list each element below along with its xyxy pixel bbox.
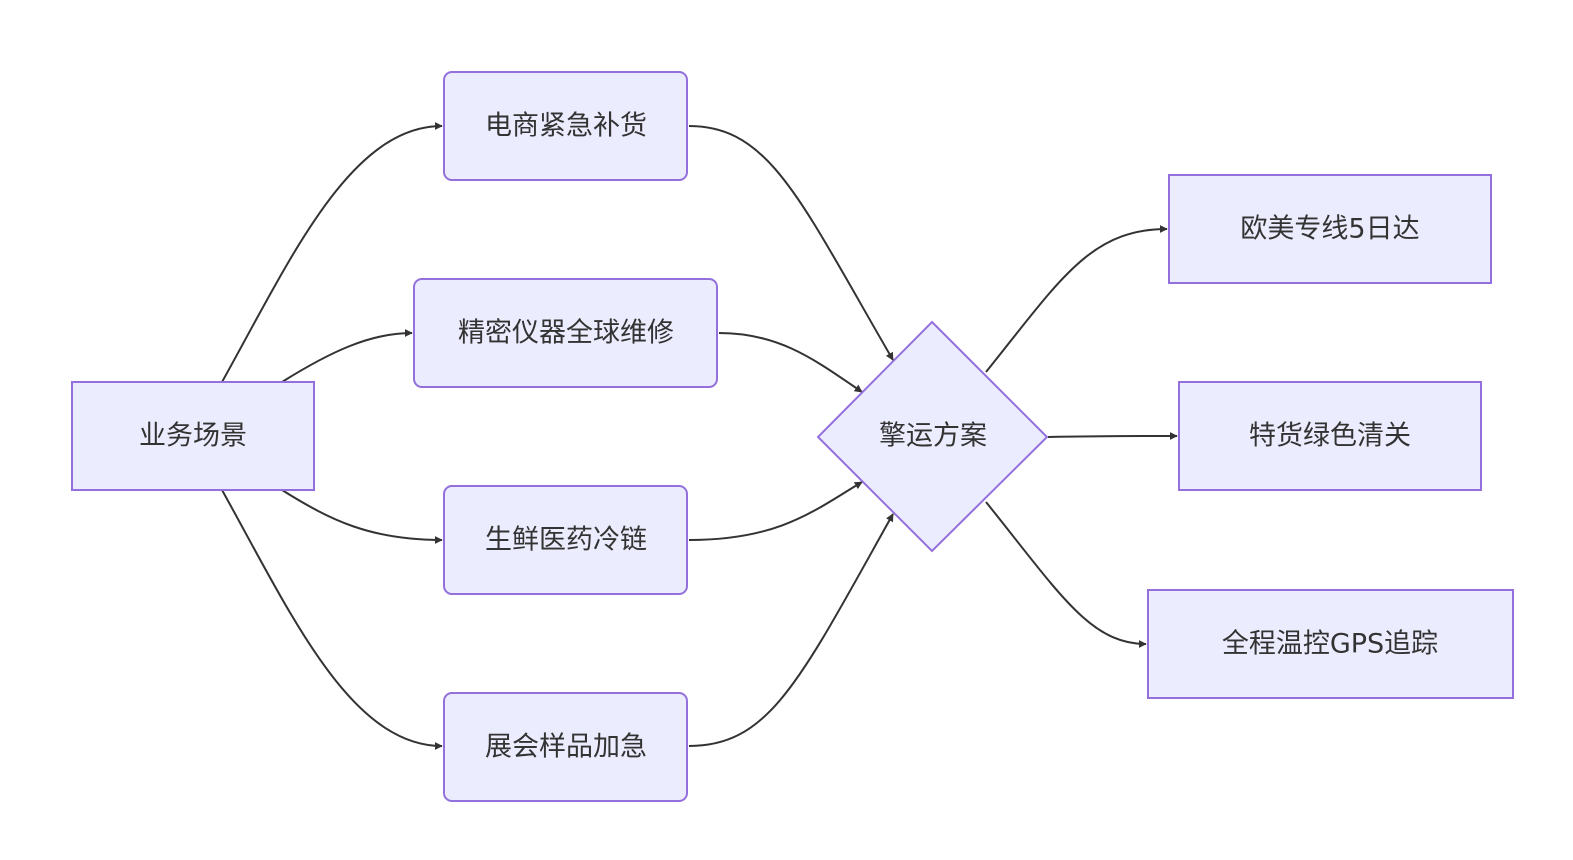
node-gps-label: 全程温控GPS追踪 (1222, 629, 1438, 660)
node-gps-shape (1147, 589, 1514, 699)
edge-plan-customs (1047, 432, 1178, 441)
edge-expo-plan (688, 513, 894, 747)
node-plan[interactable]: 擎运方案 (816, 320, 1049, 553)
node-ecom[interactable]: 电商紧急补货 (443, 71, 688, 181)
edge-plan-gps (985, 501, 1147, 648)
node-euus-shape (1168, 174, 1492, 284)
node-cold-label: 生鲜医药冷链 (485, 525, 647, 556)
node-euus[interactable]: 欧美专线5日达 (1168, 174, 1492, 284)
edge-scene-ecom (221, 122, 443, 383)
edge-scene-expo (221, 489, 443, 750)
node-precision-label: 精密仪器全球维修 (458, 318, 674, 349)
node-plan-shape (816, 320, 1049, 553)
node-scene[interactable]: 业务场景 (71, 381, 315, 491)
node-cold[interactable]: 生鲜医药冷链 (443, 485, 688, 595)
node-customs-label: 特货绿色清关 (1249, 421, 1411, 452)
node-expo[interactable]: 展会样品加急 (443, 692, 688, 802)
edge-scene-precision (281, 329, 413, 383)
edge-scene-cold (281, 489, 443, 544)
node-cold-shape (443, 485, 688, 595)
node-ecom-label: 电商紧急补货 (485, 111, 647, 142)
node-expo-label: 展会样品加急 (485, 732, 647, 763)
node-customs[interactable]: 特货绿色清关 (1178, 381, 1482, 491)
node-ecom-shape (443, 71, 688, 181)
node-scene-label: 业务场景 (139, 421, 247, 452)
edge-ecom-plan (688, 125, 894, 361)
edge-cold-plan (688, 481, 863, 541)
node-expo-shape (443, 692, 688, 802)
node-plan-label: 擎运方案 (879, 421, 987, 452)
edge-plan-euus (985, 225, 1168, 373)
node-precision[interactable]: 精密仪器全球维修 (413, 278, 718, 388)
node-precision-shape (413, 278, 718, 388)
edges (221, 122, 1178, 750)
edge-precision-plan (718, 332, 863, 393)
node-customs-shape (1178, 381, 1482, 491)
node-scene-shape (71, 381, 315, 491)
node-euus-label: 欧美专线5日达 (1240, 214, 1419, 245)
node-gps[interactable]: 全程温控GPS追踪 (1147, 589, 1514, 699)
